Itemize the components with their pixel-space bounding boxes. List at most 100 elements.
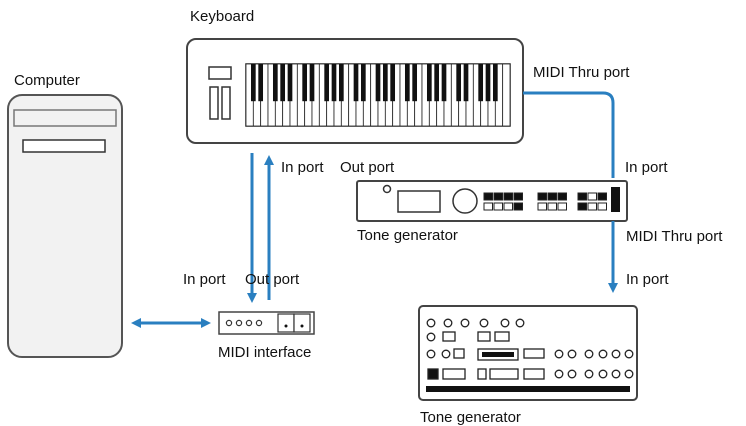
tone-generator-2-knob xyxy=(554,369,564,379)
tone-generator-1-button xyxy=(513,192,523,201)
midi-interface-port xyxy=(225,319,233,327)
black-key xyxy=(272,64,278,102)
pitch-wheel xyxy=(209,86,219,120)
tone-generator-1-button xyxy=(597,202,607,211)
black-key xyxy=(404,64,410,102)
tone-generator-1-button xyxy=(577,192,587,201)
tone-generator-1-button xyxy=(547,192,557,201)
black-key xyxy=(426,64,432,102)
tone-generator-2-knob xyxy=(624,369,634,379)
tone-generator-2-knob xyxy=(426,349,436,359)
mod-wheel xyxy=(221,86,231,120)
black-key xyxy=(353,64,359,102)
tone-generator-2-knob xyxy=(567,369,577,379)
tone-generator-2-label: Tone generator xyxy=(420,409,521,426)
midi-interface-port xyxy=(235,319,243,327)
midi-interface-socket-dot xyxy=(284,324,288,328)
black-key xyxy=(324,64,330,102)
tone-generator-2-knob xyxy=(426,332,436,342)
tone-generator-2-knob xyxy=(598,369,608,379)
black-key xyxy=(280,64,286,102)
tone-generator-2-knob xyxy=(500,318,510,328)
black-key xyxy=(250,64,256,102)
tone-generator-2-knob xyxy=(441,349,451,359)
tone-generator-2-knob xyxy=(554,349,564,359)
tone-generator-1-button xyxy=(597,192,607,201)
tone-generator-1-dial xyxy=(452,188,478,214)
computer-front-panel xyxy=(13,109,117,127)
tone-generator-1-button xyxy=(483,202,493,211)
midi-interface-socket xyxy=(293,313,311,333)
in-port-label: In port xyxy=(625,159,668,176)
tone-generator-2-knob xyxy=(567,349,577,359)
tone-generator-1-label: Tone generator xyxy=(357,227,458,244)
black-key xyxy=(441,64,447,102)
tone-generator-1-button xyxy=(493,202,503,211)
tone-generator-1-knob-small xyxy=(382,184,392,194)
midi-interface-port xyxy=(245,319,253,327)
black-key xyxy=(463,64,469,102)
midi-interface-socket xyxy=(277,313,295,333)
in-port-label: In port xyxy=(281,159,324,176)
tone-generator-1-button xyxy=(577,202,587,211)
computer-label: Computer xyxy=(14,72,80,89)
tone-generator-1-button xyxy=(557,202,567,211)
tone-generator-2-knob xyxy=(584,369,594,379)
tone-generator-2-knob xyxy=(460,318,470,328)
tone-generator-1-slot xyxy=(611,187,620,212)
tone-generator-2-button xyxy=(489,368,519,380)
tone-generator-2-knob xyxy=(515,318,525,328)
tone-generator-2-knob xyxy=(611,369,621,379)
tone-generator-2-controls xyxy=(426,318,634,380)
midi-interface-label: MIDI interface xyxy=(218,344,311,361)
black-key xyxy=(338,64,344,102)
tone-generator-1-display xyxy=(397,190,441,213)
tone-generator-2-button xyxy=(523,368,545,380)
tone-generator-2 xyxy=(418,305,638,401)
black-key xyxy=(287,64,293,102)
tone-generator-1-button xyxy=(557,192,567,201)
tone-generator-1-button xyxy=(483,192,493,201)
black-key xyxy=(309,64,315,102)
computer-drive-slot xyxy=(22,139,106,153)
keyboard-black-keys xyxy=(250,64,498,102)
midi-interface-socket-dot xyxy=(300,324,304,328)
tone-generator-2-button xyxy=(442,368,466,380)
tone-generator-2-knob xyxy=(443,318,453,328)
tone-generator-2-display-bar xyxy=(482,352,514,357)
tone-generator-1-button xyxy=(547,202,557,211)
black-key xyxy=(302,64,308,102)
black-key xyxy=(382,64,388,102)
in-port-label: In port xyxy=(183,271,226,288)
tone-generator-1-button xyxy=(537,192,547,201)
tone-generator-2-button xyxy=(477,368,487,380)
in-port-label: In port xyxy=(626,271,669,288)
tone-generator-1-button xyxy=(513,202,523,211)
keyboard xyxy=(186,38,524,144)
tone-generator-2-knob xyxy=(611,349,621,359)
tone-generator-1-button xyxy=(587,202,597,211)
midi-cables xyxy=(131,91,618,328)
tone-generator-1-button xyxy=(537,202,547,211)
black-key xyxy=(360,64,366,102)
tone-generator-2-button xyxy=(427,368,439,380)
tone-generator-1-button xyxy=(493,192,503,201)
keyboard-label: Keyboard xyxy=(190,8,254,25)
tone-generator-2-button xyxy=(523,348,545,359)
keyboard-display xyxy=(208,66,232,80)
midi-thru-port-label: MIDI Thru port xyxy=(626,228,723,245)
cable-keyboard-thru-to-tone-generator-1 xyxy=(523,91,615,178)
tone-generator-1-button xyxy=(503,192,513,201)
midi-interface-port xyxy=(255,319,263,327)
black-key xyxy=(375,64,381,102)
tone-generator-1-button-grid xyxy=(483,192,607,211)
tone-generator-2-knob xyxy=(584,349,594,359)
tone-generator-2-button xyxy=(453,348,465,359)
black-key xyxy=(412,64,418,102)
tone-generator-2-button xyxy=(442,331,456,342)
computer-tower xyxy=(7,94,123,358)
black-key xyxy=(390,64,396,102)
tone-generator-1 xyxy=(356,180,628,222)
tone-generator-2-knob xyxy=(598,349,608,359)
black-key xyxy=(478,64,484,102)
